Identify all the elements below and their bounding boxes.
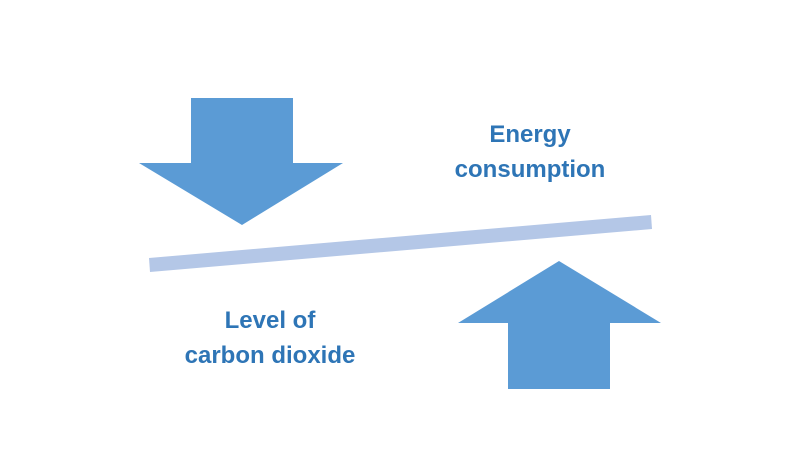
co2-label-line-1: Level of (224, 307, 316, 334)
energy-label-line-1: Energy (489, 121, 571, 148)
up-arrow-icon (458, 261, 661, 389)
balance-bar (149, 215, 652, 272)
energy-label-line-2: consumption (454, 156, 606, 183)
co2-label-line-2: carbon dioxide (184, 342, 356, 369)
down-arrow-icon (139, 98, 343, 225)
carbon-dioxide-label: Level of carbon dioxide (160, 303, 380, 373)
energy-consumption-label: Energy consumption (420, 117, 640, 187)
